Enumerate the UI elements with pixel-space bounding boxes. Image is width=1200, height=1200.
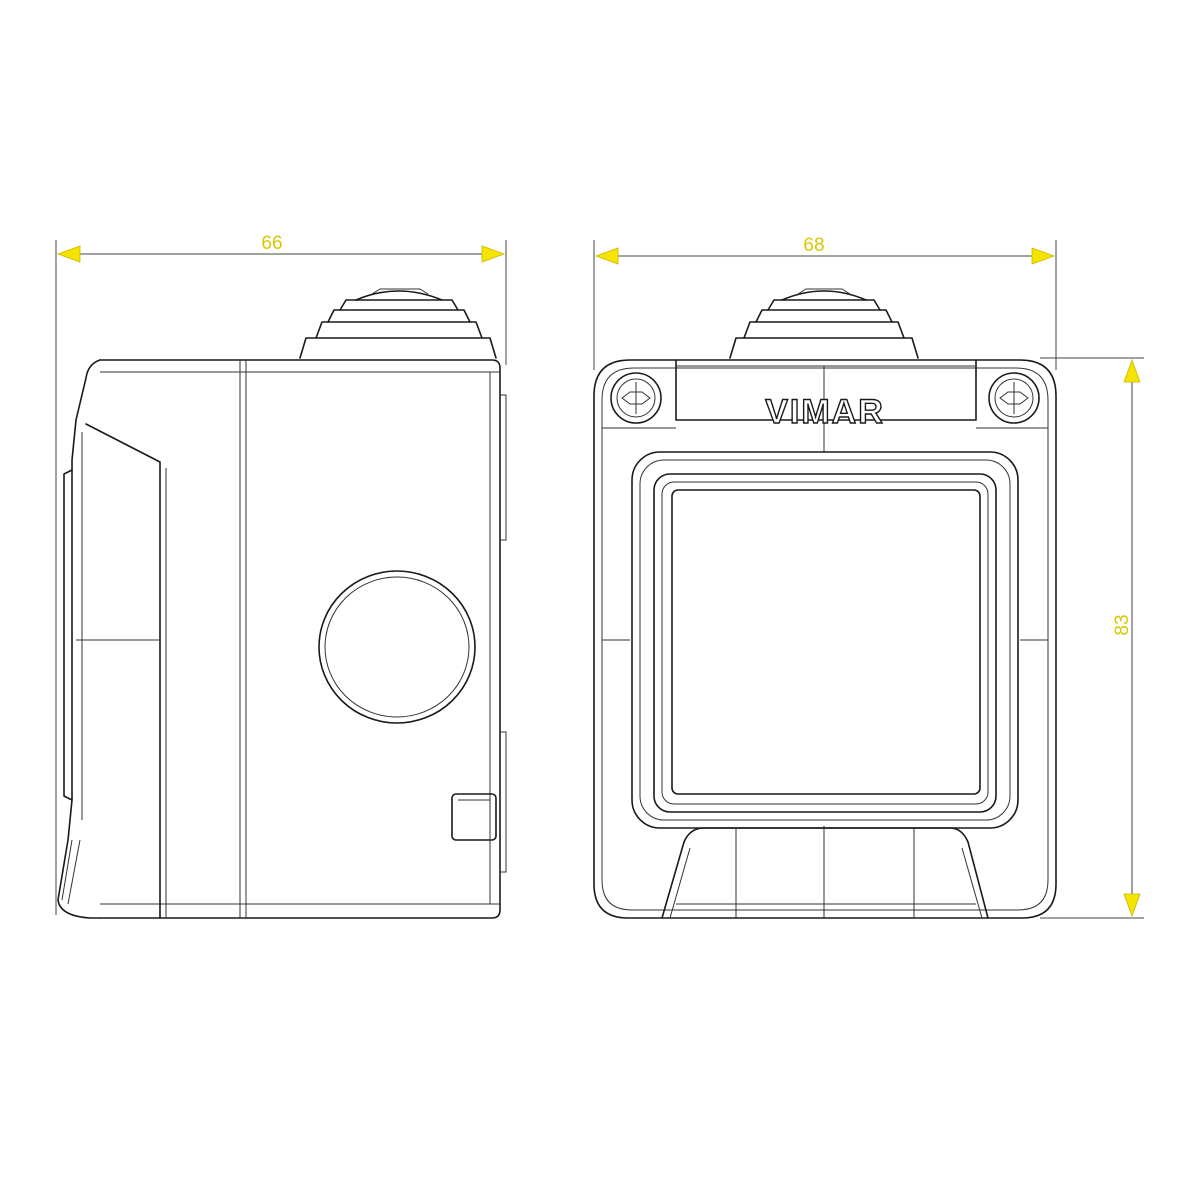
front-bottom-tab xyxy=(661,827,989,919)
front-width-dimension: 68 xyxy=(593,235,1057,370)
front-height-label: 83 xyxy=(1112,614,1133,635)
front-window xyxy=(631,451,1019,829)
right-screw xyxy=(988,372,1040,424)
side-width-dimension: 66 xyxy=(55,233,507,915)
front-view: 68 83 xyxy=(593,235,1144,919)
front-height-dimension: 83 xyxy=(1040,357,1144,919)
front-width-arrow-right xyxy=(1031,247,1056,265)
brand-logo: VIMAR xyxy=(765,393,885,431)
front-height-arrow-bottom xyxy=(1123,893,1141,918)
side-width-arrow-right xyxy=(481,245,506,263)
side-cable-gland xyxy=(299,288,497,359)
side-knockout-hole xyxy=(318,570,476,724)
side-body xyxy=(99,359,507,919)
side-width-arrow-left xyxy=(56,245,81,263)
front-cable-gland xyxy=(729,288,919,359)
front-width-arrow-left xyxy=(594,247,619,265)
side-cover-profile xyxy=(57,359,167,919)
front-body xyxy=(593,359,1057,919)
side-clip xyxy=(451,793,497,841)
side-view: 66 xyxy=(55,233,507,919)
front-width-label: 68 xyxy=(803,235,824,256)
left-screw xyxy=(610,372,662,424)
side-width-label: 66 xyxy=(261,233,282,254)
front-height-arrow-top xyxy=(1123,358,1141,383)
